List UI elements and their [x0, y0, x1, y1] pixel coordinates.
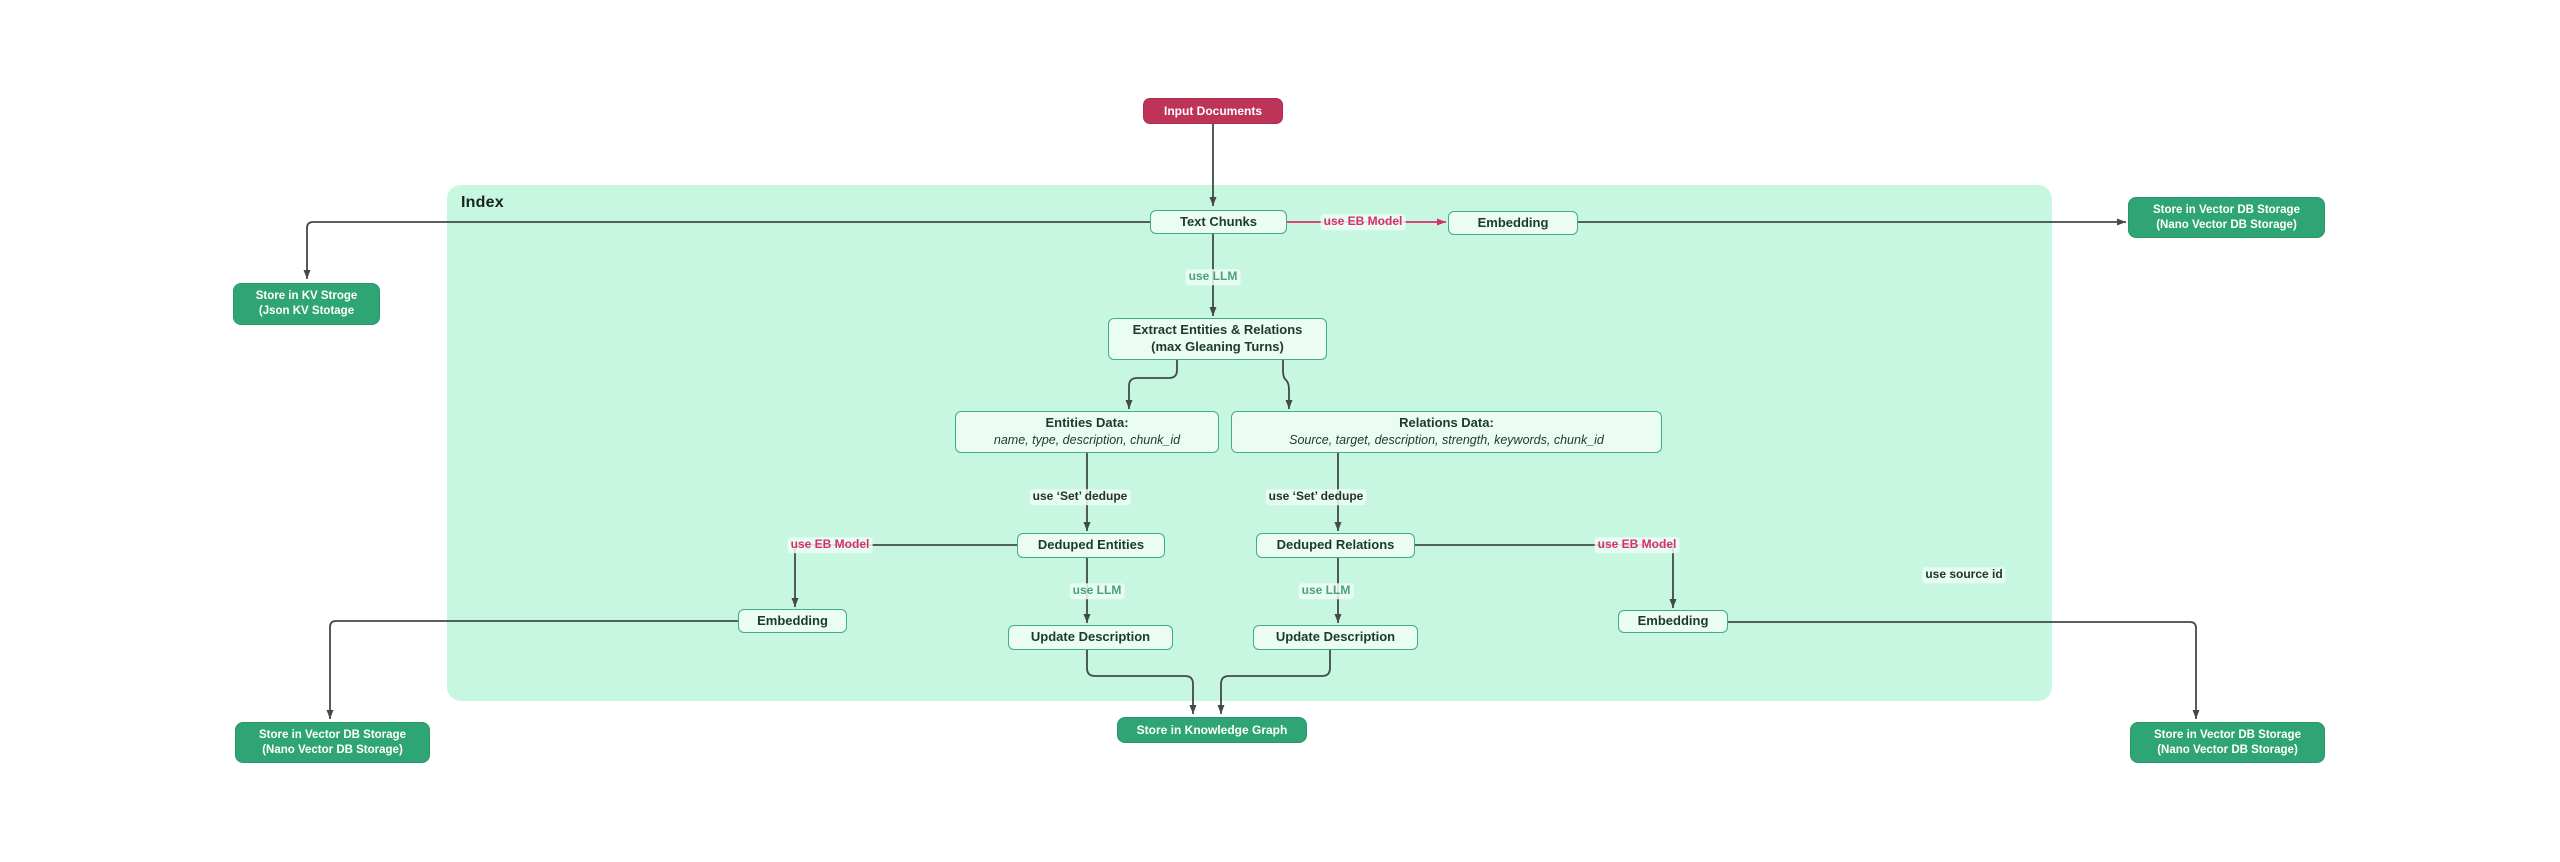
edge-label-use-set-dedupe-left: use ‘Set’ dedupe	[1029, 489, 1131, 505]
node-vector-storage-top-right-line2: (Nano Vector DB Storage)	[2156, 218, 2297, 231]
node-kv-storage-line1: Store in KV Stroge	[255, 290, 358, 303]
node-update-description-left-label: Update Description	[1030, 629, 1151, 645]
node-deduped-entities-label: Deduped Entities	[1037, 537, 1145, 553]
edge-label-use-llm-left: use LLM	[1069, 583, 1125, 599]
edge-label-use-eb-model-left: use EB Model	[787, 537, 873, 553]
node-update-description-right: Update Description	[1253, 625, 1418, 650]
node-extract-line2: (max Gleaning Turns)	[1151, 339, 1284, 354]
node-knowledge-graph-label: Store in Knowledge Graph	[1136, 722, 1288, 737]
edge-extract-to-entities	[1125, 360, 1178, 409]
node-embedding-left-label: Embedding	[757, 612, 828, 628]
edge-extract-to-relations	[1282, 360, 1293, 409]
edge-label-use-source-id: use source id	[1922, 567, 2006, 583]
edge-update-right-to-knowledge-graph	[1217, 650, 1331, 714]
node-vector-storage-bottom-left-line2: (Nano Vector DB Storage)	[262, 743, 403, 756]
node-input-documents-label: Input Documents	[1164, 103, 1262, 118]
node-vector-storage-top-right-line1: Store in Vector DB Storage	[2153, 203, 2300, 216]
edge-embedding-left-to-vector-storage-bottom-left	[326, 620, 738, 719]
node-relations-data-title: Relations Data:	[1399, 415, 1494, 431]
node-entities-data-fields: name, type, description, chunk_id	[993, 433, 1181, 448]
node-embedding-right: Embedding	[1618, 610, 1728, 633]
node-relations-data-fields: Source, target, description, strength, k…	[1289, 433, 1604, 448]
node-entities-data-title: Entities Data:	[1045, 415, 1129, 431]
node-kv-storage: Store in KV Stroge (Json KV Stotage	[233, 283, 380, 325]
node-entities-data: Entities Data: name, type, description, …	[955, 411, 1219, 453]
edge-label-use-set-dedupe-right: use ‘Set’ dedupe	[1265, 489, 1367, 505]
edge-embedding-right-to-vector-storage-bottom-right	[1728, 621, 2200, 719]
node-embedding-right-label: Embedding	[1637, 613, 1709, 629]
node-embedding-top: Embedding	[1448, 211, 1578, 235]
node-vector-storage-bottom-right: Store in Vector DB Storage (Nano Vector …	[2130, 722, 2325, 763]
node-extract-entities-relations: Extract Entities & Relations (max Gleani…	[1108, 318, 1327, 360]
node-extract-line1: Extract Entities & Relations	[1132, 322, 1303, 338]
node-input-documents: Input Documents	[1143, 98, 1283, 124]
node-vector-storage-top-right: Store in Vector DB Storage (Nano Vector …	[2128, 197, 2325, 238]
node-deduped-relations: Deduped Relations	[1256, 533, 1415, 558]
node-relations-data: Relations Data: Source, target, descript…	[1231, 411, 1662, 453]
node-knowledge-graph: Store in Knowledge Graph	[1117, 717, 1307, 743]
node-embedding-top-label: Embedding	[1477, 214, 1549, 230]
node-kv-storage-line2: (Json KV Stotage	[258, 305, 355, 317]
edge-update-left-to-knowledge-graph	[1086, 650, 1197, 714]
node-vector-storage-bottom-left-line1: Store in Vector DB Storage	[259, 728, 406, 741]
edge-label-use-eb-model-right: use EB Model	[1594, 537, 1680, 553]
node-vector-storage-bottom-right-line1: Store in Vector DB Storage	[2154, 728, 2301, 741]
edge-text-chunks-to-kv-storage	[303, 221, 1150, 279]
node-text-chunks: Text Chunks	[1150, 210, 1287, 234]
node-deduped-entities: Deduped Entities	[1017, 533, 1165, 558]
node-update-description-right-label: Update Description	[1275, 629, 1396, 645]
node-text-chunks-label: Text Chunks	[1179, 213, 1258, 229]
edge-deduped-relations-to-embedding-right	[1415, 544, 1677, 608]
node-vector-storage-bottom-right-line2: (Nano Vector DB Storage)	[2157, 743, 2298, 756]
edge-deduped-entities-to-embedding-left	[791, 544, 1017, 607]
node-deduped-relations-label: Deduped Relations	[1276, 537, 1395, 553]
edge-label-use-eb-model-top: use EB Model	[1320, 214, 1406, 230]
node-update-description-left: Update Description	[1008, 625, 1173, 650]
node-vector-storage-bottom-left: Store in Vector DB Storage (Nano Vector …	[235, 722, 430, 763]
index-subgraph-title: Index	[461, 194, 504, 211]
edge-label-use-llm-right: use LLM	[1298, 583, 1354, 599]
node-embedding-left: Embedding	[738, 609, 847, 633]
edge-label-use-llm-top: use LLM	[1185, 269, 1241, 285]
